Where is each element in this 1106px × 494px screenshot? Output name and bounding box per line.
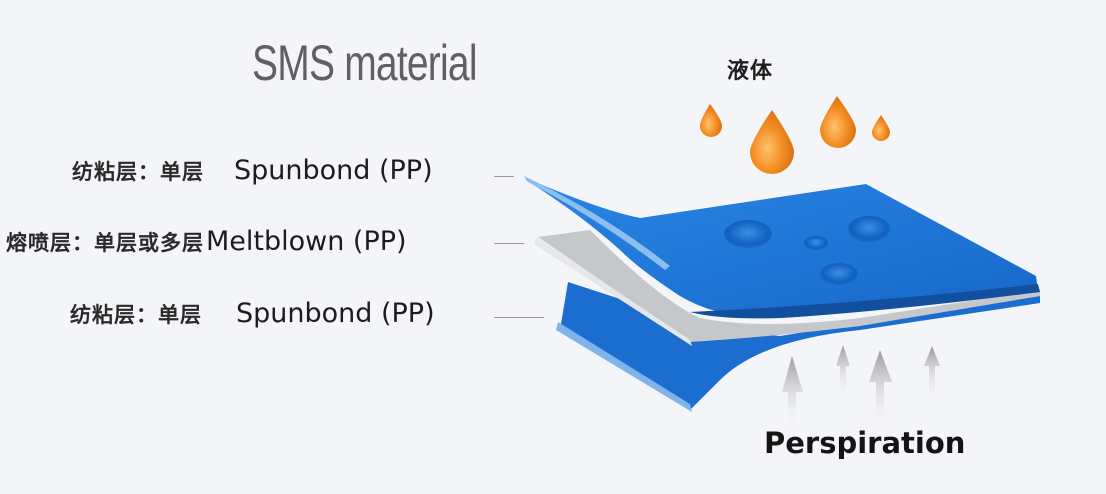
label-top-spunbond: 纺粘层：单层 Spunbond (PP): [72, 155, 433, 186]
diagram-title: SMS material: [252, 35, 477, 91]
perspiration-label: Perspiration: [764, 426, 966, 460]
label-middle-meltblown: 熔喷层：单层或多层 Meltblown (PP): [6, 226, 407, 257]
top-spunbond-layer: [524, 176, 1040, 319]
liquid-label: 液体: [727, 59, 774, 84]
liquid-drops-icon: [700, 96, 890, 174]
water-bead: [724, 220, 772, 248]
label-bottom-en: Spunbond (PP): [236, 298, 435, 329]
leader-line-bottom: [494, 317, 544, 318]
middle-meltblown-layer: [534, 230, 1040, 346]
label-middle-en: Meltblown (PP): [206, 226, 407, 257]
water-bead: [820, 263, 858, 285]
label-top-cn: 纺粘层：单层: [72, 160, 204, 184]
label-top-en: Spunbond (PP): [234, 155, 433, 186]
label-middle-cn: 熔喷层：单层或多层: [6, 231, 204, 255]
water-bead: [848, 216, 890, 242]
leader-line-middle: [494, 243, 524, 244]
label-bottom-cn: 纺粘层：单层: [70, 303, 202, 327]
water-bead: [804, 236, 828, 250]
leader-line-top: [494, 176, 514, 177]
perspiration-arrows-icon: [782, 345, 940, 430]
label-bottom-spunbond: 纺粘层：单层 Spunbond (PP): [70, 298, 435, 329]
